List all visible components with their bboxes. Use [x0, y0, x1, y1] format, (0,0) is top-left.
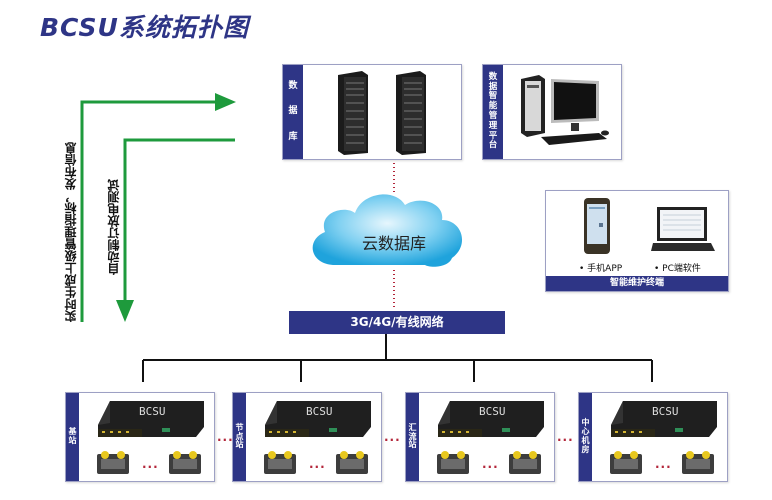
cloud-shape — [312, 194, 463, 267]
platform-label: 数 据 智 能 管 理 平 台 — [483, 65, 503, 159]
database-label: 数 据 库 — [283, 65, 303, 159]
bcsu-device-label: BCSU — [479, 405, 506, 418]
station-ellipsis: ... — [384, 430, 401, 444]
page-title: BCSU系统拓扑图 — [40, 13, 249, 42]
station-name: 汇流站 — [406, 393, 419, 481]
station-ellipsis: ... — [217, 430, 234, 444]
upload-arrow — [80, 93, 236, 322]
bcsu-device-icon — [98, 401, 204, 437]
battery-ellipsis: ... — [482, 457, 499, 471]
station-panel: 基站 BCSU ... — [65, 392, 215, 482]
battery-icon — [437, 451, 469, 474]
bcsu-device-icon — [265, 401, 371, 437]
bcsu-device-icon — [438, 401, 544, 437]
mobile-app-label: • 手机APP — [579, 264, 623, 274]
station-panel: 节点站 BCSU ... — [232, 392, 382, 482]
maintenance-terminal-panel: • 手机APP • PC端软件 智能维护终端 — [545, 190, 729, 292]
mobile-phone-icon — [584, 198, 610, 254]
battery-ellipsis: ... — [655, 457, 672, 471]
download-arrow — [116, 138, 235, 322]
station-name: 节点站 — [233, 393, 246, 481]
battery-ellipsis: ... — [142, 457, 159, 471]
bcsu-device-label: BCSU — [139, 405, 166, 418]
bcsu-device-label: BCSU — [306, 405, 333, 418]
management-platform-panel: 数 据 智 能 管 理 平 台 — [482, 64, 622, 160]
station-panel: 中心机房 BCSU ... — [578, 392, 728, 482]
station-name: 中心机房 — [579, 393, 592, 481]
laptop-icon — [651, 207, 715, 251]
network-tree — [142, 334, 653, 382]
bcsu-device-icon — [611, 401, 717, 437]
station-name: 基站 — [66, 393, 79, 481]
battery-icon — [509, 451, 541, 474]
station-ellipsis: ... — [557, 430, 574, 444]
download-arrow-label: 自动制订放电测试 — [107, 179, 121, 275]
maintenance-terminal-title: 智能维护终端 — [546, 276, 728, 291]
battery-ellipsis: ... — [309, 457, 326, 471]
cloud-database-label: 云数据库 — [362, 234, 427, 253]
server-rack-icon — [338, 71, 426, 155]
network-bar: 3G/4G/有线网络 — [289, 311, 505, 334]
battery-icon — [336, 451, 368, 474]
station-panel: 汇流站 BCSU ... — [405, 392, 555, 482]
battery-icon — [264, 451, 296, 474]
upload-arrow-label: 实时生成上级管理指标，发布信息 — [64, 142, 78, 322]
battery-icon — [610, 451, 642, 474]
battery-icon — [169, 451, 201, 474]
battery-icon — [682, 451, 714, 474]
bcsu-device-label: BCSU — [652, 405, 679, 418]
desktop-computer-icon — [521, 75, 609, 145]
pc-software-label: • PC端软件 — [654, 264, 701, 274]
database-panel: 数 据 库 — [282, 64, 462, 160]
battery-icon — [97, 451, 129, 474]
